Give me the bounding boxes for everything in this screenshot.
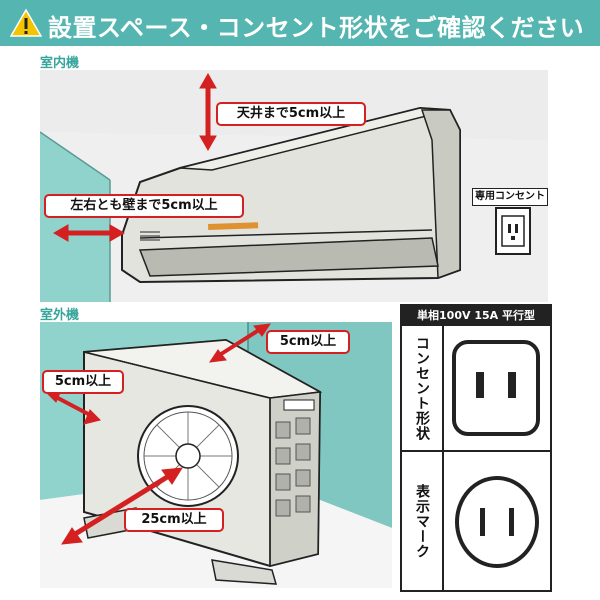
spec-divider (402, 450, 550, 452)
back-clearance-arrow (208, 323, 272, 363)
spec-header: 単相100V 15A 平行型 (402, 306, 550, 326)
indoor-scene (40, 70, 548, 302)
warning-icon (10, 8, 42, 37)
ceiling-clearance-callout: 天井まで5cm以上 (216, 102, 366, 126)
left-clearance-callout: 5cm以上 (42, 370, 124, 394)
display-mark-icon (455, 476, 539, 568)
outlet-shape-icon (452, 340, 540, 436)
outdoor-scene (40, 322, 392, 588)
header-banner: 設置スペース・コンセント形状をご確認ください (0, 0, 600, 46)
indoor-panel: 天井まで5cm以上 左右とも壁まで5cm以上 専用コンセント (40, 70, 548, 302)
outdoor-section-label: 室外機 (40, 308, 80, 323)
front-clearance-callout: 25cm以上 (124, 508, 224, 532)
front-clearance-arrow (61, 467, 183, 545)
outlet-spec-box: 単相100V 15A 平行型 コンセント形状 表示マーク (400, 304, 552, 592)
outdoor-panel: 5cm以上 5cm以上 25cm以上 (40, 322, 392, 588)
indoor-section-label: 室内機 (40, 56, 80, 71)
indoor-ac-unit (121, 106, 461, 284)
back-clearance-callout: 5cm以上 (266, 330, 350, 354)
indoor-outlet (495, 207, 531, 255)
banner-title: 設置スペース・コンセント形状をご確認ください (48, 14, 585, 42)
display-mark-label: 表示マーク (402, 452, 444, 590)
ceiling-arrow (199, 72, 217, 152)
outlet-caption: 専用コンセント (472, 188, 548, 206)
side-arrow (52, 224, 126, 242)
outlet-shape-label: コンセント形状 (402, 326, 444, 450)
side-clearance-callout: 左右とも壁まで5cm以上 (44, 194, 244, 218)
